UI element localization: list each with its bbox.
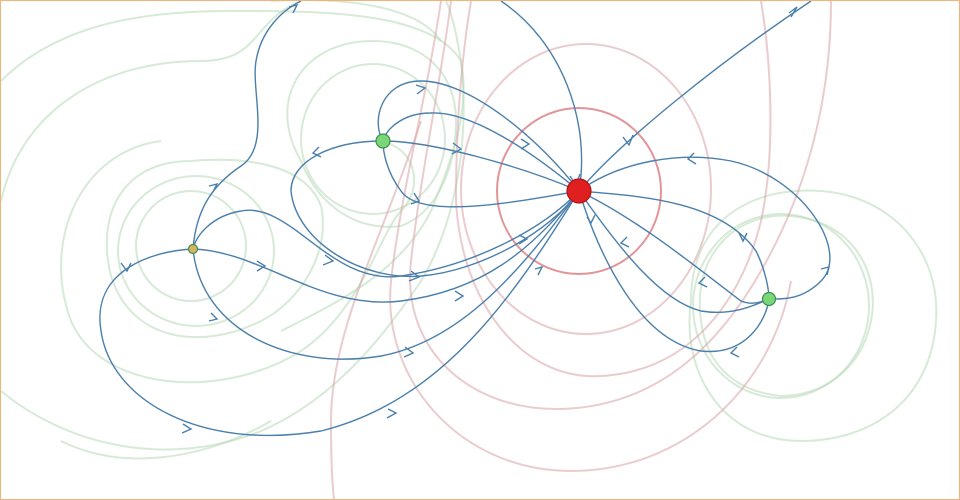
- arrow-mark: [619, 236, 630, 248]
- arrow-mark: [288, 3, 299, 14]
- field-line: [192, 190, 580, 303]
- field-line: [578, 156, 831, 300]
- equipotential-line: [454, 1, 772, 378]
- field-line: [578, 190, 770, 300]
- field-line: [578, 190, 770, 353]
- equipotential-line: [135, 190, 247, 302]
- equipotential-line: [286, 39, 458, 228]
- negative-charge-right: [761, 291, 777, 307]
- arrow-mark: [534, 265, 544, 276]
- arrow-mark: [454, 290, 465, 302]
- field-line: [192, 190, 580, 278]
- arrow-mark: [451, 142, 463, 155]
- positive-charge: [566, 178, 592, 204]
- field-line: [500, 1, 583, 192]
- equipotential-line: [1, 9, 465, 332]
- negative-charge-upper: [375, 133, 391, 149]
- arrow-mark: [386, 408, 398, 419]
- arrow-mark: [403, 346, 415, 358]
- arrow-mark: [518, 234, 529, 245]
- equipotential-line: [1, 1, 465, 451]
- field-line: [578, 190, 770, 314]
- equipotential-lines-negative: [1, 1, 938, 460]
- arrow-mark: [311, 146, 322, 158]
- equipotential-line: [329, 120, 422, 499]
- equipotential-line: [271, 1, 442, 42]
- arrow-mark: [208, 312, 219, 322]
- arrow-mark: [697, 276, 708, 288]
- equipotential-line: [300, 63, 446, 215]
- arrow-mark: [686, 152, 697, 165]
- arrow-mark: [208, 182, 219, 193]
- arrow-mark: [410, 192, 421, 205]
- field-line: [192, 1, 302, 250]
- equipotential-line: [1, 1, 302, 202]
- arrow-mark: [256, 260, 267, 272]
- arrow-mark: [788, 6, 798, 18]
- equipotential-line: [117, 175, 275, 327]
- arrow-mark: [120, 262, 132, 273]
- arrow-mark: [586, 214, 596, 225]
- equipotential-line: [688, 189, 938, 443]
- field-lines: [99, 1, 831, 437]
- field-line: [382, 112, 580, 192]
- field-line: [578, 1, 812, 192]
- field-direction-arrows: [120, 3, 830, 434]
- arrow-mark: [415, 84, 427, 95]
- arrow-mark: [520, 138, 531, 150]
- equipotential-line: [389, 1, 792, 473]
- negative-charge-left: [187, 243, 199, 255]
- equipotential-line: [460, 43, 712, 335]
- arrow-mark: [322, 254, 335, 266]
- charges: [187, 133, 777, 307]
- arrow-mark: [181, 423, 193, 434]
- equipotential-line: [692, 213, 870, 399]
- arrow-mark: [738, 232, 748, 243]
- equipotential-line-strong: [496, 107, 662, 275]
- field-line: [382, 140, 580, 192]
- field-line: [578, 190, 770, 304]
- equipotential-line: [698, 214, 874, 398]
- arrow-mark: [820, 266, 830, 276]
- equipotential-line: [105, 158, 324, 339]
- field-line: [377, 80, 580, 192]
- field-line: [99, 190, 580, 437]
- field-line: [192, 190, 580, 360]
- arrow-mark: [408, 270, 421, 282]
- field-line: [290, 140, 580, 278]
- arrow-mark: [622, 134, 634, 147]
- arrow-mark: [729, 346, 740, 358]
- equipotential-line: [409, 1, 832, 411]
- equipotential-lines-positive: [329, 1, 832, 499]
- equipotential-line: [60, 140, 415, 384]
